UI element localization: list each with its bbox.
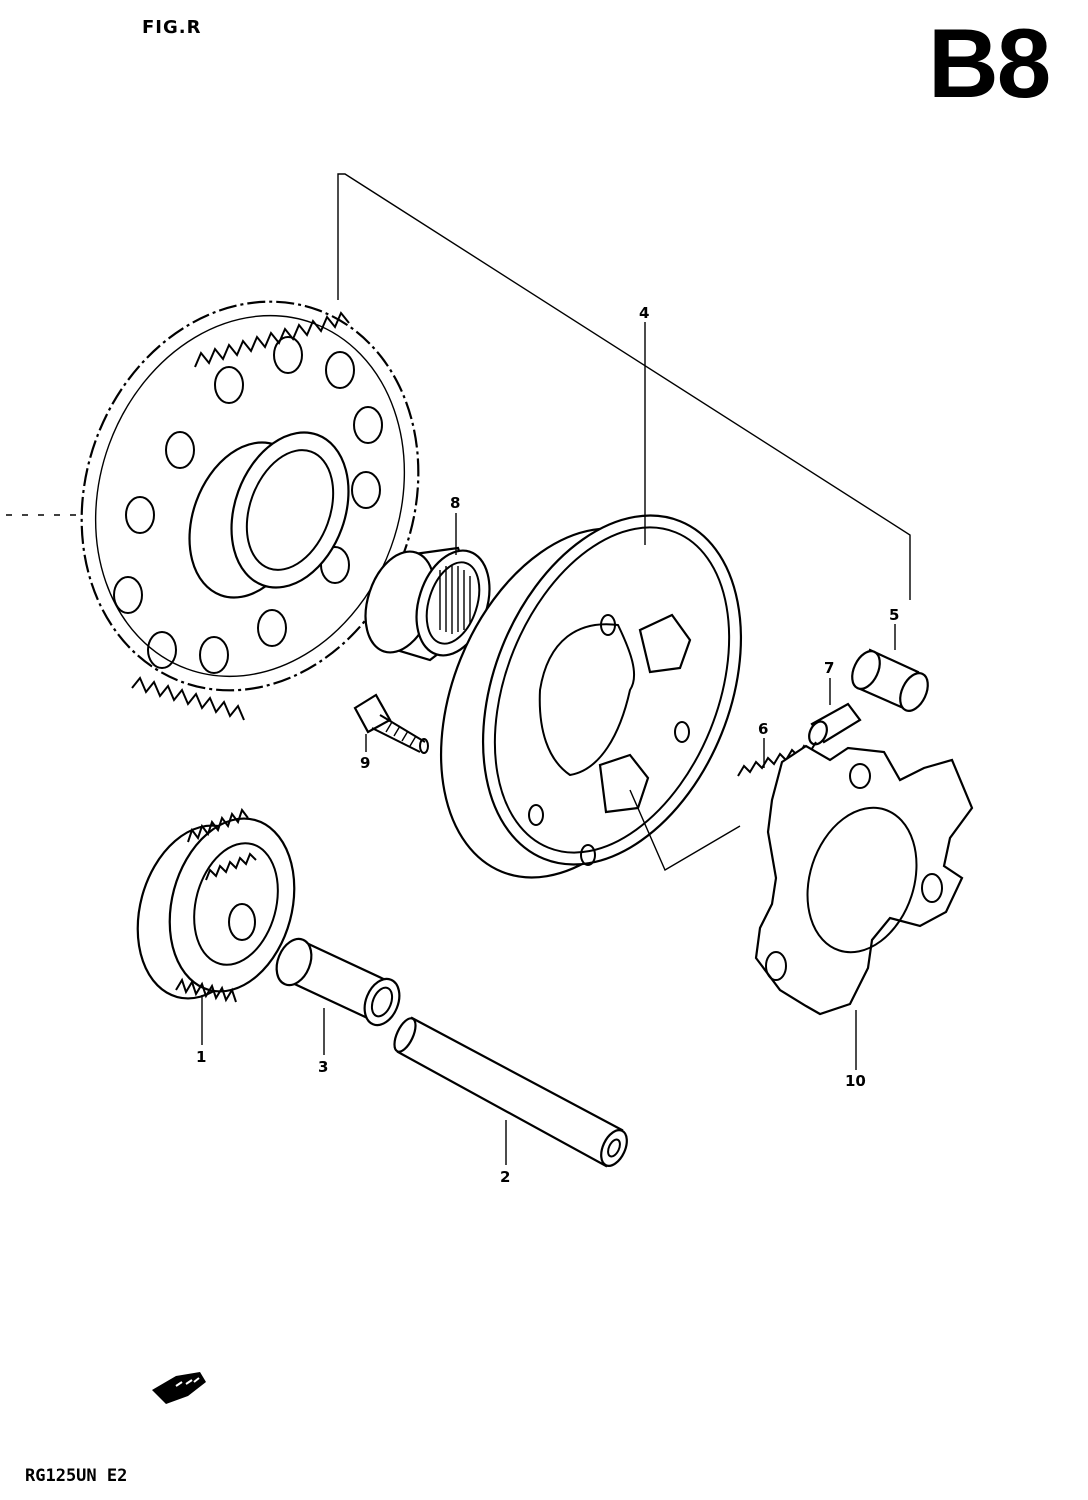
starter-clutch-housing: [439, 514, 743, 879]
callout-10: 10: [845, 1072, 866, 1090]
starter-driven-gear: [80, 300, 420, 721]
spring-pin: [808, 702, 862, 746]
callout-1: 1: [196, 1048, 206, 1066]
group-bracket-line: [337, 173, 911, 600]
callout-8: 8: [450, 494, 460, 512]
page-code: B8: [928, 8, 1051, 118]
model-code: RG125UN E2: [25, 1466, 128, 1486]
callout-7: 7: [824, 659, 834, 677]
callout-9: 9: [360, 754, 370, 772]
starter-shaft: [393, 1016, 628, 1168]
clutch-bolt: [353, 693, 429, 754]
callout-3: 3: [318, 1058, 328, 1076]
callout-5: 5: [889, 606, 899, 624]
direction-arrow-icon: [152, 1372, 206, 1404]
clutch-plate: [754, 744, 974, 1016]
clutch-roller: [851, 648, 929, 712]
gear-spacer: [275, 937, 401, 1027]
callout-6: 6: [758, 720, 768, 738]
starter-idle-gear: [136, 807, 296, 1003]
callout-4: 4: [639, 304, 649, 322]
needle-bearing: [364, 546, 491, 662]
leader-lines: [201, 322, 896, 1165]
figure-header-code: FIG.R: [142, 17, 202, 38]
callout-2: 2: [500, 1168, 510, 1186]
